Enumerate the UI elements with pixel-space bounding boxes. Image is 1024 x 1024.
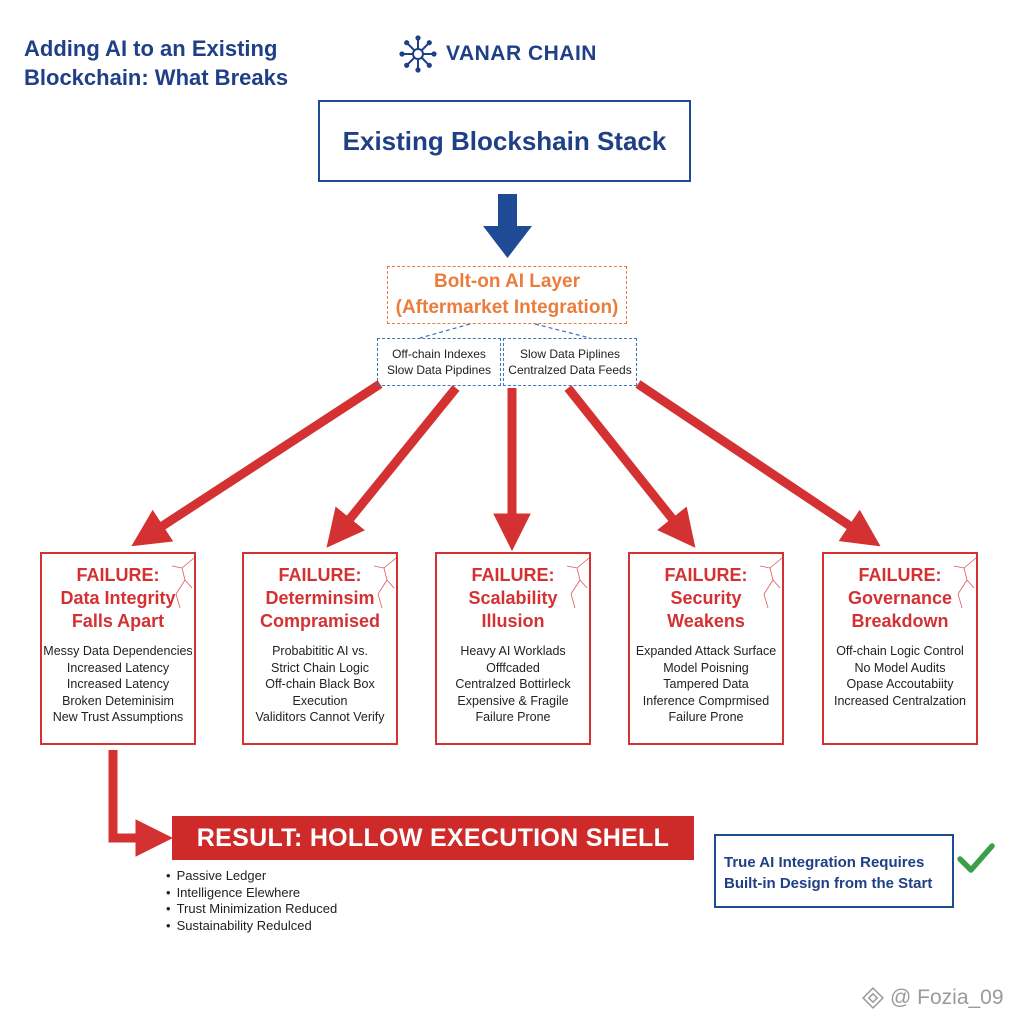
list-item: Centralzed Bottirleck [455,677,571,691]
brand-name: VANAR CHAIN [446,42,597,65]
list-item: Failure Prone [475,710,551,724]
list-item: Centralzed Data Feeds [508,363,632,377]
dashed-connector-right [534,323,591,339]
list-item: Offfcaded [486,660,540,675]
failure-title: Determinsim [265,588,375,608]
failure-title: Security [670,588,742,608]
list-item: Messy Data Dependencies [43,644,193,658]
checkmark-icon [957,843,995,873]
failure-box-determinism: FAILURE: Determinsim Compramised Probabi… [242,552,398,745]
failure-heading: FAILURE: [858,565,942,585]
result-list: Passive Ledger Intelligence Elewhere Tru… [166,868,338,935]
page-title: Adding AI to an Existing Blockchain: Wha… [24,34,324,92]
data-sources-right-box: Slow Data Piplines Centralzed Data Feeds [503,338,637,386]
page-title-line-2: Blockchain: What Breaks [24,65,289,90]
list-item: Slow Data Piplines [519,347,621,361]
failure-title: Breakdown [851,611,949,631]
conclusion-line-2: Built-in Design from the Start [724,875,933,892]
list-item: Passive Ledger [166,868,337,885]
failure-heading: FAILURE: [76,565,160,585]
list-item: Tampered Data [663,677,749,691]
failure-heading: FAILURE: [664,565,748,585]
diamond-logo-icon [862,987,884,1009]
crack-icon [759,557,782,609]
network-snowflake-icon [399,35,437,73]
watermark: @ Fozia_09 [862,986,1004,1010]
list-item: Probabititic AI vs. [272,644,368,658]
crack-icon [566,557,589,609]
failure-title: Falls Apart [71,611,165,631]
conclusion-box: True AI Integration Requires Built-in De… [714,834,954,908]
result-banner: RESULT: HOLLOW EXECUTION SHELL [172,816,694,860]
bolt-on-layer-box: Bolt-on AI Layer (Aftermarket Integratio… [387,266,627,324]
failure-heading: FAILURE: [471,565,555,585]
list-item: Increased Latency [66,677,170,691]
arrow-to-failure-2 [326,385,460,548]
failure-title: Illusion [481,611,545,631]
existing-stack-box: Existing Blockshain Stack [318,100,691,182]
list-item: Model Poisning [663,660,749,675]
list-item: Increased Centralzation [833,693,967,708]
list-item: Expanded Attack Surface [635,644,777,658]
existing-stack-label: Existing Blockshain Stack [342,125,667,156]
bolt-on-subtitle: (Aftermarket Integration) [395,297,619,318]
dashed-connector-left [419,323,471,339]
failure-box-security: FAILURE: Security Weakens Expanded Attac… [628,552,784,745]
list-item: Inference Comprmised [642,693,770,708]
list-item: Intelligence Elewhere [166,885,337,902]
failure-title: Weakens [667,611,745,631]
failure-box-governance: FAILURE: Governance Breakdown Off-chain … [822,552,978,745]
list-item: New Trust Assumptions [52,710,184,724]
arrow-to-failure-4 [564,385,696,548]
list-item: Increased Latency [66,660,170,675]
list-item: Failure Prone [668,710,744,724]
crack-icon [953,557,976,609]
failure-box-data-integrity: FAILURE: Data Integrity Falls Apart Mess… [40,552,196,745]
list-item: Trust Minimization Reduced [166,901,338,918]
list-item: Strict Chain Logic [271,660,369,675]
list-item: Validitors Cannot Verify [255,710,385,724]
list-item: Opase Accoutabiity [846,677,954,691]
arrow-to-result [108,750,174,857]
brand-logo: VANAR CHAIN [398,34,597,74]
list-item: Expensive & Fragile [457,693,569,708]
list-item: Off-chain Logic Control [836,644,964,658]
arrow-to-failure-1 [131,380,383,547]
crack-icon [373,557,396,609]
failure-title: Compramised [259,611,381,631]
data-sources-left-box: Off-chain Indexes Slow Data Pipdines [377,338,501,386]
list-item: Off-chain Indexes [392,347,486,361]
page-title-line-1: Adding AI to an Existing [24,36,278,61]
bolt-on-title: Bolt-on AI Layer [433,271,581,292]
arrow-to-failure-5 [635,380,881,547]
result-label: RESULT: HOLLOW EXECUTION SHELL [196,823,670,852]
watermark-text: @ Fozia_09 [890,986,1004,1009]
failure-box-scalability: FAILURE: Scalability Illusion Heavy AI W… [435,552,591,745]
list-item: Execution [292,693,348,708]
failure-heading: FAILURE: [278,565,362,585]
list-item: Heavy AI Worklads [460,644,566,658]
crack-icon [171,557,194,609]
down-arrow-icon [483,194,532,258]
list-item: No Model Audits [854,660,946,675]
failure-title: Governance [847,588,953,608]
list-item: Broken Deteminisim [62,693,174,708]
conclusion-line-1: True AI Integration Requires [724,854,925,871]
list-item: Off-chain Black Box [265,677,375,691]
failure-title: Scalability [468,588,558,608]
list-item: Sustainability Redulced [166,918,337,935]
list-item: Slow Data Pipdines [386,363,492,377]
failure-title: Data Integrity [60,588,176,608]
